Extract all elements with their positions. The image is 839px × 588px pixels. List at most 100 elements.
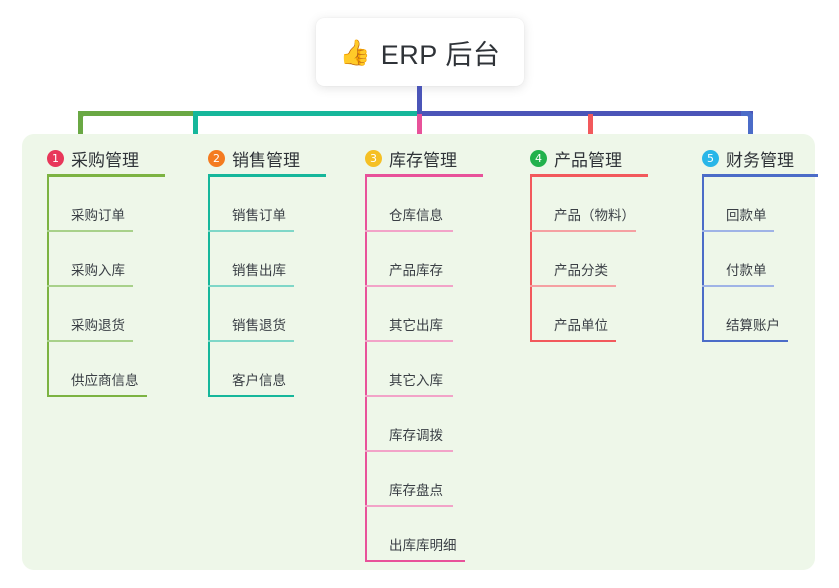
connector-bus-blue [417, 111, 753, 116]
module-item-rule [47, 340, 133, 342]
module-item[interactable]: 产品库存 [365, 232, 463, 287]
module-column-header[interactable]: 2 销售管理 [208, 146, 300, 171]
module-item-label: 结算账户 [726, 318, 780, 333]
module-item-label: 付款单 [726, 263, 767, 278]
module-item[interactable]: 产品分类 [530, 232, 626, 287]
module-item-label: 销售退货 [232, 318, 286, 333]
column-title: 产品管理 [554, 151, 622, 170]
column-spine [702, 177, 704, 342]
connector-stub-3 [417, 114, 422, 152]
module-item[interactable]: 销售订单 [208, 177, 304, 232]
column-spine [530, 177, 532, 342]
module-item[interactable]: 销售出库 [208, 232, 304, 287]
column-title: 采购管理 [71, 151, 139, 170]
module-item-rule [365, 505, 453, 507]
module-item-label: 供应商信息 [71, 373, 139, 388]
module-item-rule [702, 340, 788, 342]
column-header-rule [47, 174, 165, 177]
module-item-rule [365, 230, 453, 232]
module-item-label: 销售订单 [232, 208, 286, 223]
module-item-label: 产品（物料） [554, 208, 635, 223]
module-item-label: 库存调拨 [389, 428, 443, 443]
module-item-label: 产品分类 [554, 263, 608, 278]
module-item[interactable]: 结算账户 [702, 287, 798, 342]
module-item-label: 采购入库 [71, 263, 125, 278]
module-item-label: 采购退货 [71, 318, 125, 333]
thumbs-up-icon: 👍 [339, 37, 371, 67]
module-item[interactable]: 销售退货 [208, 287, 304, 342]
module-item-rule [702, 285, 774, 287]
connector-stub-4 [588, 114, 593, 152]
connector-stub-5 [748, 114, 753, 152]
module-item-rule [208, 230, 294, 232]
column-number-badge: 4 [530, 150, 547, 167]
module-item-label: 其它出库 [389, 318, 443, 333]
module-item-label: 库存盘点 [389, 483, 443, 498]
root-node-title: ERP 后台 [380, 39, 501, 70]
module-item-rule [530, 230, 636, 232]
module-item[interactable]: 其它出库 [365, 287, 463, 342]
module-item-rule [208, 395, 294, 397]
module-item-rule [365, 450, 453, 452]
module-item-rule [702, 230, 774, 232]
module-item-label: 回款单 [726, 208, 767, 223]
column-title: 财务管理 [726, 151, 794, 170]
module-item[interactable]: 回款单 [702, 177, 784, 232]
connector-bus-teal [193, 111, 419, 116]
module-item-label: 客户信息 [232, 373, 286, 388]
module-item[interactable]: 仓库信息 [365, 177, 463, 232]
column-header-rule [530, 174, 648, 177]
module-item-rule [365, 560, 465, 562]
column-header-rule [208, 174, 326, 177]
module-item-rule [365, 340, 453, 342]
module-item-rule [47, 285, 133, 287]
module-item-label: 产品库存 [389, 263, 443, 278]
connector-stub-1 [78, 114, 83, 152]
module-column-header[interactable]: 1 采购管理 [47, 146, 139, 171]
module-item-rule [365, 285, 453, 287]
column-number-badge: 1 [47, 150, 64, 167]
module-item-rule [530, 285, 616, 287]
module-item[interactable]: 产品单位 [530, 287, 626, 342]
module-item[interactable]: 付款单 [702, 232, 784, 287]
module-item-rule [47, 395, 147, 397]
module-item-label: 出库库明细 [389, 538, 457, 553]
module-item[interactable]: 采购订单 [47, 177, 143, 232]
module-column-header[interactable]: 5 财务管理 [702, 146, 794, 171]
module-item[interactable]: 库存调拨 [365, 397, 463, 452]
module-item[interactable]: 其它入库 [365, 342, 463, 397]
module-item-label: 其它入库 [389, 373, 443, 388]
module-item[interactable]: 产品（物料） [530, 177, 646, 232]
module-item-rule [208, 340, 294, 342]
module-item[interactable]: 客户信息 [208, 342, 304, 397]
column-number-badge: 5 [702, 150, 719, 167]
column-spine [47, 177, 49, 397]
column-title: 库存管理 [389, 151, 457, 170]
module-column-header[interactable]: 4 产品管理 [530, 146, 622, 171]
column-header-rule [365, 174, 483, 177]
modules-panel [22, 134, 815, 570]
column-header-rule [702, 174, 818, 177]
module-column-header[interactable]: 3 库存管理 [365, 146, 457, 171]
module-item-label: 销售出库 [232, 263, 286, 278]
module-item[interactable]: 库存盘点 [365, 452, 463, 507]
column-spine [365, 177, 367, 562]
module-item-rule [208, 285, 294, 287]
connector-trunk [417, 86, 422, 114]
module-item-label: 采购订单 [71, 208, 125, 223]
module-item-label: 产品单位 [554, 318, 608, 333]
module-item[interactable]: 采购退货 [47, 287, 143, 342]
module-item-rule [530, 340, 616, 342]
module-item[interactable]: 出库库明细 [365, 507, 475, 562]
column-title: 销售管理 [232, 151, 300, 170]
column-number-badge: 3 [365, 150, 382, 167]
module-item-label: 仓库信息 [389, 208, 443, 223]
module-item[interactable]: 供应商信息 [47, 342, 157, 397]
root-node-card[interactable]: 👍 ERP 后台 [316, 18, 524, 86]
module-item-rule [47, 230, 133, 232]
module-item-rule [365, 395, 453, 397]
column-number-badge: 2 [208, 150, 225, 167]
module-item[interactable]: 采购入库 [47, 232, 143, 287]
column-spine [208, 177, 210, 397]
connector-bus-green [78, 111, 193, 116]
